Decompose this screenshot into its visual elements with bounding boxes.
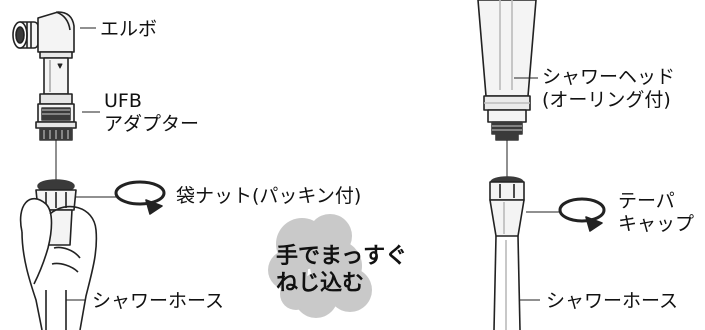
taper-cap-label-line2: キャップ: [618, 213, 695, 235]
ufb-adapter-label-line2: アダプター: [104, 113, 200, 135]
bag-nut-label: 袋ナット(パッキン付): [176, 185, 362, 207]
ufb-adapter-label-line1: UFB: [104, 90, 142, 112]
hand-holding-hose: [19, 197, 98, 330]
rotation-arrow-right-icon: [558, 197, 606, 232]
callout-line2: ねじ込む: [276, 271, 365, 296]
callout-cloud: [268, 214, 372, 318]
taper-cap-part: [489, 176, 525, 237]
elbow-label: エルボ: [100, 18, 158, 40]
elbow-part: [12, 11, 75, 95]
callout-line1: 手でまっすぐ: [276, 244, 408, 269]
rotation-arrow-left-icon: [114, 180, 166, 215]
shower-head-label-line2: (オーリング付): [542, 89, 671, 111]
shower-head-part: [477, 0, 537, 141]
callout-text: 手でまっすぐ ねじ込む: [276, 243, 407, 297]
shower-head-label-line1: シャワーヘッド: [542, 66, 676, 88]
shower-hose-left-label: シャワーホース: [92, 290, 225, 312]
shower-hose-right-label: シャワーホース: [546, 290, 679, 312]
ufb-adapter-part: [35, 93, 77, 141]
shower-hose-right-part: [493, 235, 521, 330]
taper-cap-label-line1: テーパ: [618, 190, 675, 212]
